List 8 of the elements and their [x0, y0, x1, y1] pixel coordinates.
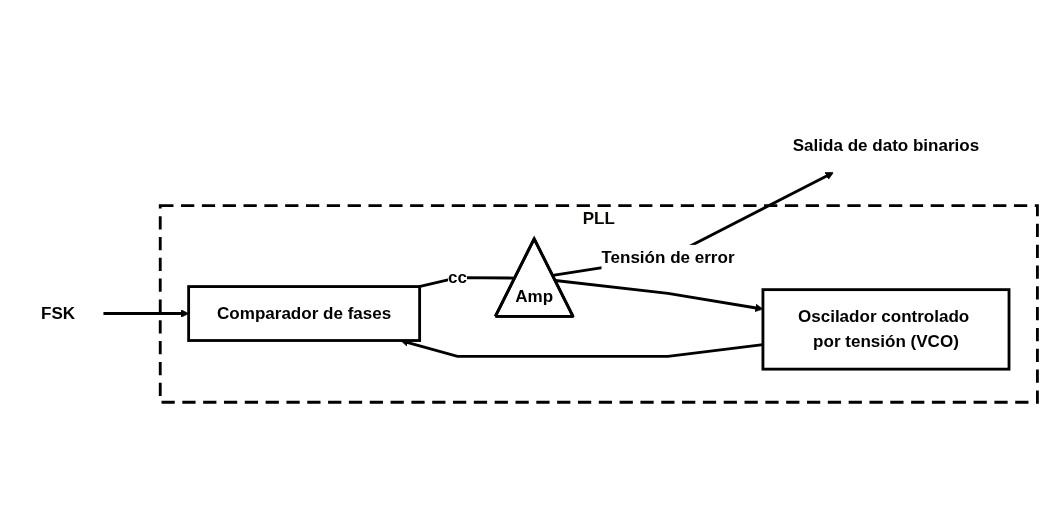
edge-label: Tensión de error: [601, 247, 735, 267]
arrow: [552, 171, 834, 277]
arrow: [103, 308, 189, 318]
node-box: Comparador de fases: [187, 284, 422, 342]
node-text: FSK: [40, 303, 76, 323]
node-box: Oscilador controlado por tensión (VCO): [761, 287, 1011, 371]
node-text: Salida de dato binarios: [792, 135, 980, 155]
edge-label: cc: [448, 267, 467, 287]
